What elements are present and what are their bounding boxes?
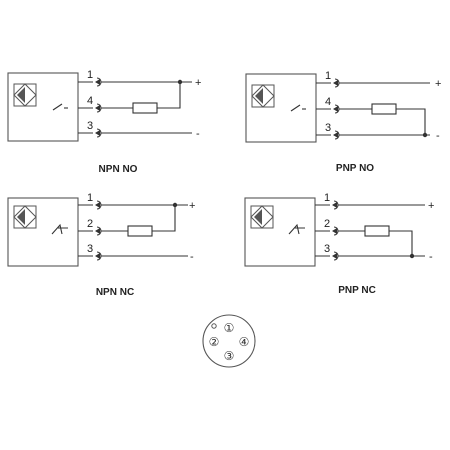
connector-key-icon [211,323,217,329]
pin-label: 1 [324,192,330,204]
connector-pinout: ① ② ③ ④ [202,314,256,368]
connector-pin-4: ④ [239,335,250,349]
wire-pin-1 [78,200,188,210]
sensor-body [244,197,316,267]
wire-pin-2 [78,202,178,237]
sensor-body [7,197,79,267]
load-resistor [132,102,158,114]
diagram-npn-nc: 1 2 3 + - NPN NC [7,192,195,298]
sensor-symbol-icon [13,83,37,107]
wire-pin-1 [78,77,192,87]
pin-label: 3 [87,243,93,255]
sensor-body [245,73,317,143]
wire-pin-3 [316,130,430,140]
wire-pin-1 [316,78,430,88]
rail-negative: - [196,128,200,140]
wire-pin-3 [315,251,425,261]
switch-no-icon [52,103,68,111]
pin-label: 1 [325,70,331,82]
diagram-pnp-no: 1 4 3 + - PNP NO [245,70,441,174]
rail-positive: + [195,77,201,89]
wire-pin-3 [78,128,192,138]
switch-nc-icon [51,223,68,235]
connector-pin-3: ③ [224,349,235,363]
switch-no-icon [290,104,306,112]
diagram-npn-no: 1 4 3 + - NPN NO [7,69,201,175]
rail-negative: - [429,251,433,263]
rail-negative: - [190,251,194,263]
pin-label: 2 [87,218,93,230]
pin-label: 2 [324,218,330,230]
wire-pin-1 [315,200,425,210]
diagram-caption: PNP NO [336,163,374,174]
pin-label: 1 [87,192,93,204]
connector-outline [202,314,256,368]
connector-pin-2: ② [209,335,220,349]
rail-positive: + [428,200,434,212]
pin-label: 3 [325,122,331,134]
diagram-caption: NPN NC [96,287,134,298]
load-resistor [371,103,397,115]
sensor-symbol-icon [13,205,37,229]
connector-pin-1: ① [224,321,235,335]
wire-pin-3 [78,251,188,261]
pin-label: 1 [87,69,93,81]
sensor-symbol-icon [250,205,274,229]
diagram-caption: PNP NC [338,285,376,296]
sensor-body [7,72,79,142]
rail-negative: - [436,130,440,142]
diagram-pnp-nc: 1 2 3 + - PNP NC [244,192,434,296]
wire-pin-2 [315,225,415,259]
wire-pin-4 [78,79,183,114]
sensor-symbol-icon [251,84,275,108]
load-resistor [364,225,390,237]
diagram-caption: NPN NO [99,164,138,175]
rail-positive: + [189,200,195,212]
pin-label: 4 [325,96,331,108]
wire-pin-4 [316,103,428,138]
rail-positive: + [435,78,441,90]
pin-label: 4 [87,95,93,107]
load-resistor [127,225,153,237]
switch-nc-icon [288,223,305,235]
pin-label: 3 [87,120,93,132]
pin-label: 3 [324,243,330,255]
